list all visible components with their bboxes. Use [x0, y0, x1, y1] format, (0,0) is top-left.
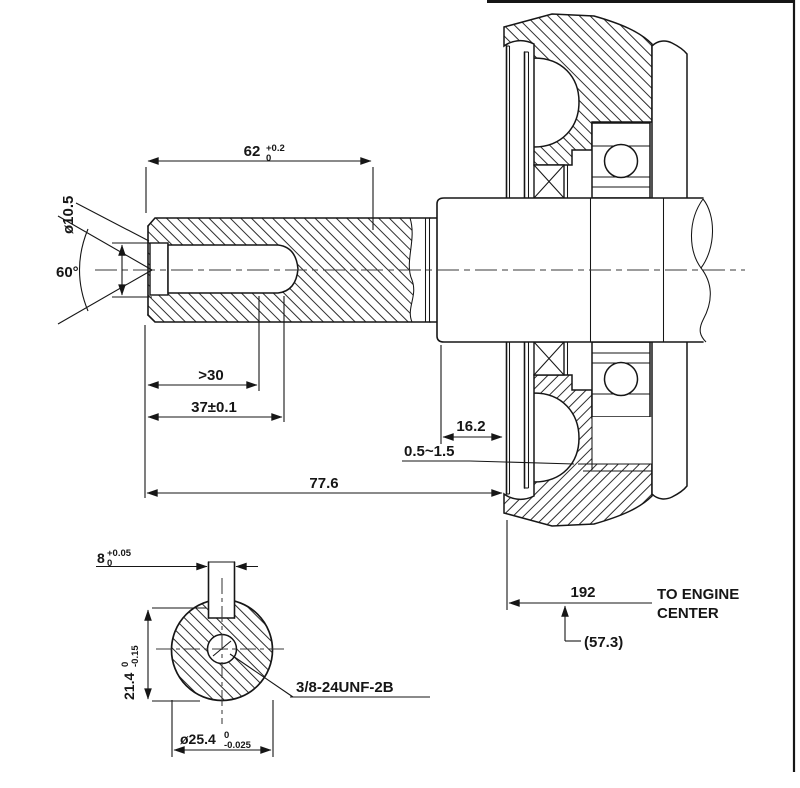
annotation-thread-spec: 3/8-24UNF-2B [229, 653, 430, 698]
ball-bearing [591, 122, 651, 199]
dim-30-text: >30 [198, 367, 223, 384]
dimension-hole-dia: ø10.5 [60, 196, 152, 298]
shaft-keyed-section [147, 217, 438, 323]
dim-254-tol-upper: 0 [224, 730, 229, 741]
dim-214-tol-upper: 0 [120, 662, 131, 667]
dimension-keyway-height: 21.4 0 -0.15 [120, 607, 206, 702]
dimension-clearance: 0.5~1.5 [402, 443, 575, 465]
dimension-16-2: 16.2 [440, 345, 503, 444]
housing-rib [651, 40, 688, 198]
dim-8-tol-lower: 0 [107, 558, 112, 569]
dim-192-text: 192 [570, 584, 595, 601]
dim-254-tol-lower: -0.025 [224, 740, 252, 751]
dimension-60deg: 60° [56, 215, 153, 325]
shaft-break-line [691, 198, 711, 343]
dim-214-tol-lower: -0.15 [130, 645, 141, 667]
dim-gap-text: 0.5~1.5 [404, 443, 454, 460]
dim-60-text: 60° [56, 264, 79, 281]
countersink-step [149, 242, 169, 296]
dimension-drill-depth: 37±0.1 [147, 296, 285, 422]
thread-spec-text: 3/8-24UNF-2B [296, 679, 394, 696]
bearing-ball [603, 143, 639, 179]
dimension-77-6: 77.6 [144, 325, 503, 498]
dim-62-tol-lower: 0 [266, 153, 271, 164]
dim-8-tol-upper: +0.05 [107, 548, 132, 559]
dim-37-text: 37±0.1 [191, 399, 237, 416]
dim-573-text: (57.3) [584, 634, 623, 651]
dimension-62: 62 +0.2 0 [145, 143, 374, 230]
engine-note-line1: TO ENGINE [657, 586, 739, 603]
dimension-shaft-dia: ø25.4 0 -0.025 [171, 700, 274, 757]
dim-8-text: 8 [97, 550, 105, 566]
dim-62-text: 62 [244, 143, 261, 160]
shaft-bottom-edge [147, 314, 431, 323]
tapped-hole [167, 244, 299, 294]
dim-162-text: 16.2 [456, 418, 485, 435]
dimension-thread-depth: >30 [147, 296, 260, 391]
main-shaft-outline [436, 197, 704, 343]
frame-top-edge [487, 0, 795, 3]
dimension-keyway-width: 8 +0.05 0 [96, 548, 258, 571]
bearing-relief [592, 417, 652, 464]
dim-214-text: 21.4 [121, 673, 137, 700]
shaft-end-view [156, 561, 288, 724]
engine-note-line2: CENTER [657, 605, 719, 622]
dim-254-text: ø25.4 [180, 731, 216, 747]
dim-776-text: 77.6 [309, 475, 338, 492]
dimension-192: 192 TO ENGINE CENTER [506, 520, 739, 622]
dim-dia105-text: ø10.5 [60, 196, 77, 234]
shaft-break-leaf [700, 198, 713, 269]
bearing-housing-top [503, 13, 688, 199]
dim-62-tol-upper: +0.2 [266, 143, 285, 154]
shaft-top-edge [147, 217, 431, 227]
broken-section-edge [408, 217, 415, 323]
oil-seal [533, 164, 569, 199]
dimension-57-3: (57.3) [561, 605, 623, 651]
